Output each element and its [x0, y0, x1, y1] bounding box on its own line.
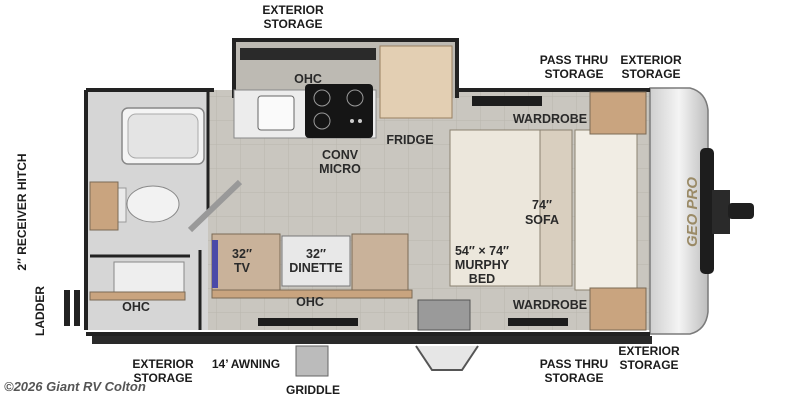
wardrobe-top-unit	[589, 91, 647, 135]
label-sofa: SOFA	[524, 213, 560, 227]
entry-step	[415, 345, 479, 371]
toilet	[126, 185, 180, 223]
label-tv: 32″ TV	[232, 247, 252, 275]
bath-door	[187, 179, 243, 233]
label-exterior-storage-bottom: EXTERIOR STORAGE	[132, 357, 194, 385]
exterior-walls	[84, 38, 650, 336]
bed-footboard	[574, 129, 638, 291]
sofa-back	[539, 129, 573, 287]
kitchen-sink	[257, 95, 295, 131]
cap-logo: GEO PRO	[684, 177, 701, 247]
entry-door	[417, 299, 471, 331]
label-ladder: LADDER	[33, 286, 47, 336]
tongue	[712, 190, 730, 234]
label-fridge: FRIDGE	[386, 133, 434, 147]
bath-vanity	[89, 181, 119, 231]
label-sofa-size: 74″	[532, 198, 552, 212]
hitch-coupler	[728, 203, 754, 219]
label-wardrobe-bottom: WARDROBE	[512, 298, 588, 312]
label-exterior-storage-top-right: EXTERIOR STORAGE	[620, 53, 682, 81]
fridge-unit	[379, 45, 453, 119]
bath-sink	[113, 261, 185, 293]
dinette-ohc	[211, 289, 413, 299]
label-murphy-bed: 54″ × 74″ MURPHY BED	[454, 244, 510, 286]
dinette-bench-left	[211, 233, 281, 291]
label-conv-micro: CONV MICRO	[319, 148, 361, 176]
label-ohc-kitchen: OHC	[294, 72, 322, 86]
label-griddle: GRIDDLE	[286, 383, 340, 397]
label-dinette: 32″ DINETTE	[289, 247, 343, 275]
cooktop	[305, 84, 373, 138]
ladder-bar-2	[74, 290, 80, 326]
label-exterior-storage-bottom-right: EXTERIOR STORAGE	[618, 344, 680, 372]
front-window-top	[472, 96, 542, 106]
front-cap	[649, 87, 709, 335]
label-ohc-bath: OHC	[122, 300, 150, 314]
bath-ohc	[89, 291, 186, 301]
front-window	[700, 148, 714, 274]
label-receiver-hitch: 2″ RECEIVER HITCH	[15, 153, 29, 271]
label-pass-thru-storage-top: PASS THRU STORAGE	[539, 53, 609, 81]
rear-bumper	[92, 336, 652, 344]
bath-walls	[90, 90, 210, 330]
dinette-window	[258, 318, 358, 326]
label-exterior-storage-top: EXTERIOR STORAGE	[262, 3, 324, 31]
front-window-bottom	[508, 318, 568, 326]
label-pass-thru-storage-bottom: PASS THRU STORAGE	[539, 357, 609, 385]
kitchen-ohc	[240, 48, 376, 60]
dinette-bench-right	[351, 233, 409, 291]
dinette-table	[281, 235, 351, 287]
wardrobe-bottom-unit	[589, 287, 647, 331]
label-ohc-dinette: OHC	[296, 295, 324, 309]
copyright-watermark: ©2026 Giant RV Colton	[4, 379, 146, 394]
label-awning: 14’ AWNING	[211, 357, 281, 371]
ladder-bar	[64, 290, 70, 326]
label-wardrobe-top: WARDROBE	[512, 112, 588, 126]
griddle-unit	[295, 345, 329, 377]
shower-pan	[127, 113, 199, 159]
tv-panel	[212, 240, 218, 288]
